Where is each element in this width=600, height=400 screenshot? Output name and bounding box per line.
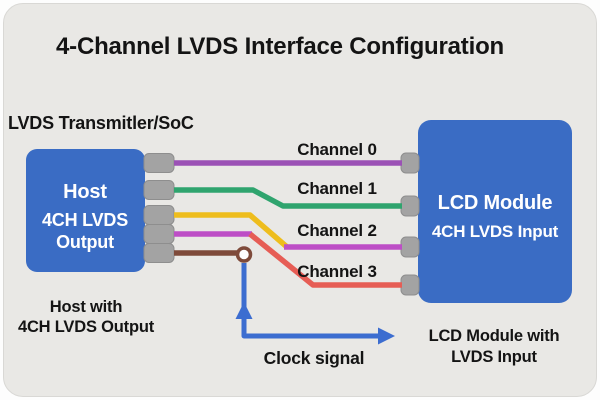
host-caption-line2: 4CH LVDS Output (17, 318, 155, 336)
host-pin-channel-0 (143, 153, 175, 173)
channel-0-label: Channel 0 (297, 140, 377, 159)
clock-arrow-right-head (378, 327, 395, 345)
clock-arrow-path (241, 263, 380, 339)
channel-3-label: Channel 3 (297, 262, 377, 281)
lcd-caption-line1: LCD Module with (428, 327, 560, 345)
host-pin-channel-3 (143, 224, 175, 244)
channel-2-wire-yellow-segment (174, 212, 289, 250)
lcd-pin-channel-2 (400, 236, 420, 258)
transmitter-label: LVDS Transmitler/SoC (8, 113, 194, 133)
lcd-pin-channel-0 (400, 152, 420, 174)
channel-2-label: Channel 2 (297, 221, 377, 240)
host-caption-line1: Host with (49, 298, 123, 316)
lcd-pin-channel-1 (400, 195, 420, 217)
host-block-shape (26, 149, 145, 272)
clock-node-circle (235, 246, 253, 263)
host-pin-channel-2 (143, 205, 175, 225)
lcd-pin-channel-3 (400, 274, 420, 296)
clock-arrow-up-head (235, 302, 253, 319)
host-block-title: Host (63, 181, 107, 203)
host-pin-clock (143, 243, 175, 263)
clock-signal-label: Clock signal (263, 348, 365, 368)
host-pin-channel-1 (143, 180, 175, 200)
channel-3-wire-red-segment (248, 231, 402, 288)
host-block-subtitle-line2: Output (56, 232, 114, 252)
lcd-block-shape (418, 120, 572, 303)
host-block-subtitle-line1: 4CH LVDS (41, 210, 129, 230)
diagram-title: 4-Channel LVDS Interface Configuration (56, 33, 504, 60)
lcd-block-title: LCD Module (437, 192, 553, 214)
lcd-block-subtitle: 4CH LVDS Input (431, 222, 559, 241)
channel-1-wire (174, 187, 402, 209)
channel-1-label: Channel 1 (297, 179, 377, 198)
lcd-caption-line2: LVDS Input (451, 348, 537, 366)
